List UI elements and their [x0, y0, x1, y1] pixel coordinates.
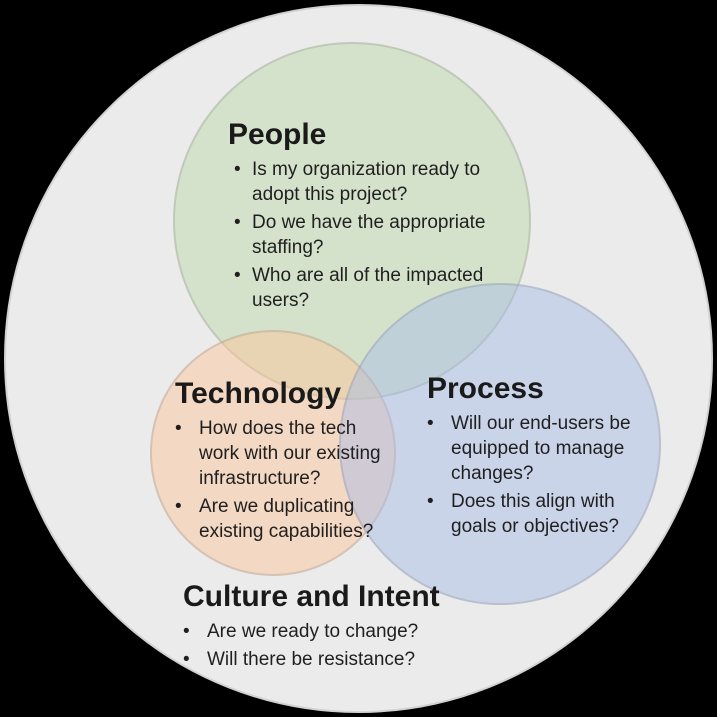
process-section: Process Will our end-users be equipped t… — [426, 372, 668, 542]
people-section: People Is my organization ready to adopt… — [227, 118, 489, 316]
bullet-text: Do we have the appropriate staffing? — [252, 211, 486, 258]
people-title: People — [228, 118, 327, 151]
list-item: How does the tech work with our existing… — [174, 416, 406, 491]
list-item: Are we duplicating existing capabilities… — [174, 494, 406, 544]
bullet-text: Are we ready to change? — [207, 620, 419, 642]
list-item: Is my organization ready to adopt this p… — [227, 157, 489, 207]
bullet-text: How does the tech work with our existing… — [199, 417, 381, 489]
bullet-text: Is my organization ready to adopt this p… — [252, 158, 481, 205]
process-title: Process — [427, 372, 544, 405]
bullet-text: Does this align with goals or objectives… — [451, 490, 619, 537]
culture-and-intent-bullet-list: Are we ready to change? Will there be re… — [182, 619, 482, 672]
technology-bullet-list: How does the tech work with our existing… — [174, 416, 406, 544]
bullet-text: Who are all of the impacted users? — [252, 264, 484, 311]
process-bullet-list: Will our end-users be equipped to manage… — [426, 411, 668, 539]
list-item: Will our end-users be equipped to manage… — [426, 411, 668, 486]
technology-title: Technology — [175, 377, 342, 410]
list-item: Does this align with goals or objectives… — [426, 489, 668, 539]
list-item: Do we have the appropriate staffing? — [227, 210, 489, 260]
bullet-text: Will there be resistance? — [207, 648, 416, 670]
list-item: Will there be resistance? — [182, 647, 482, 672]
list-item: Are we ready to change? — [182, 619, 482, 644]
bullet-text: Will our end-users be equipped to manage… — [451, 412, 631, 484]
culture-and-intent-section: Culture and Intent Are we ready to chang… — [182, 580, 482, 675]
list-item: Who are all of the impacted users? — [227, 263, 489, 313]
culture-and-intent-title: Culture and Intent — [183, 580, 440, 613]
technology-section: Technology How does the tech work with o… — [174, 377, 406, 547]
bullet-text: Are we duplicating existing capabilities… — [199, 495, 374, 542]
people-bullet-list: Is my organization ready to adopt this p… — [227, 157, 489, 313]
